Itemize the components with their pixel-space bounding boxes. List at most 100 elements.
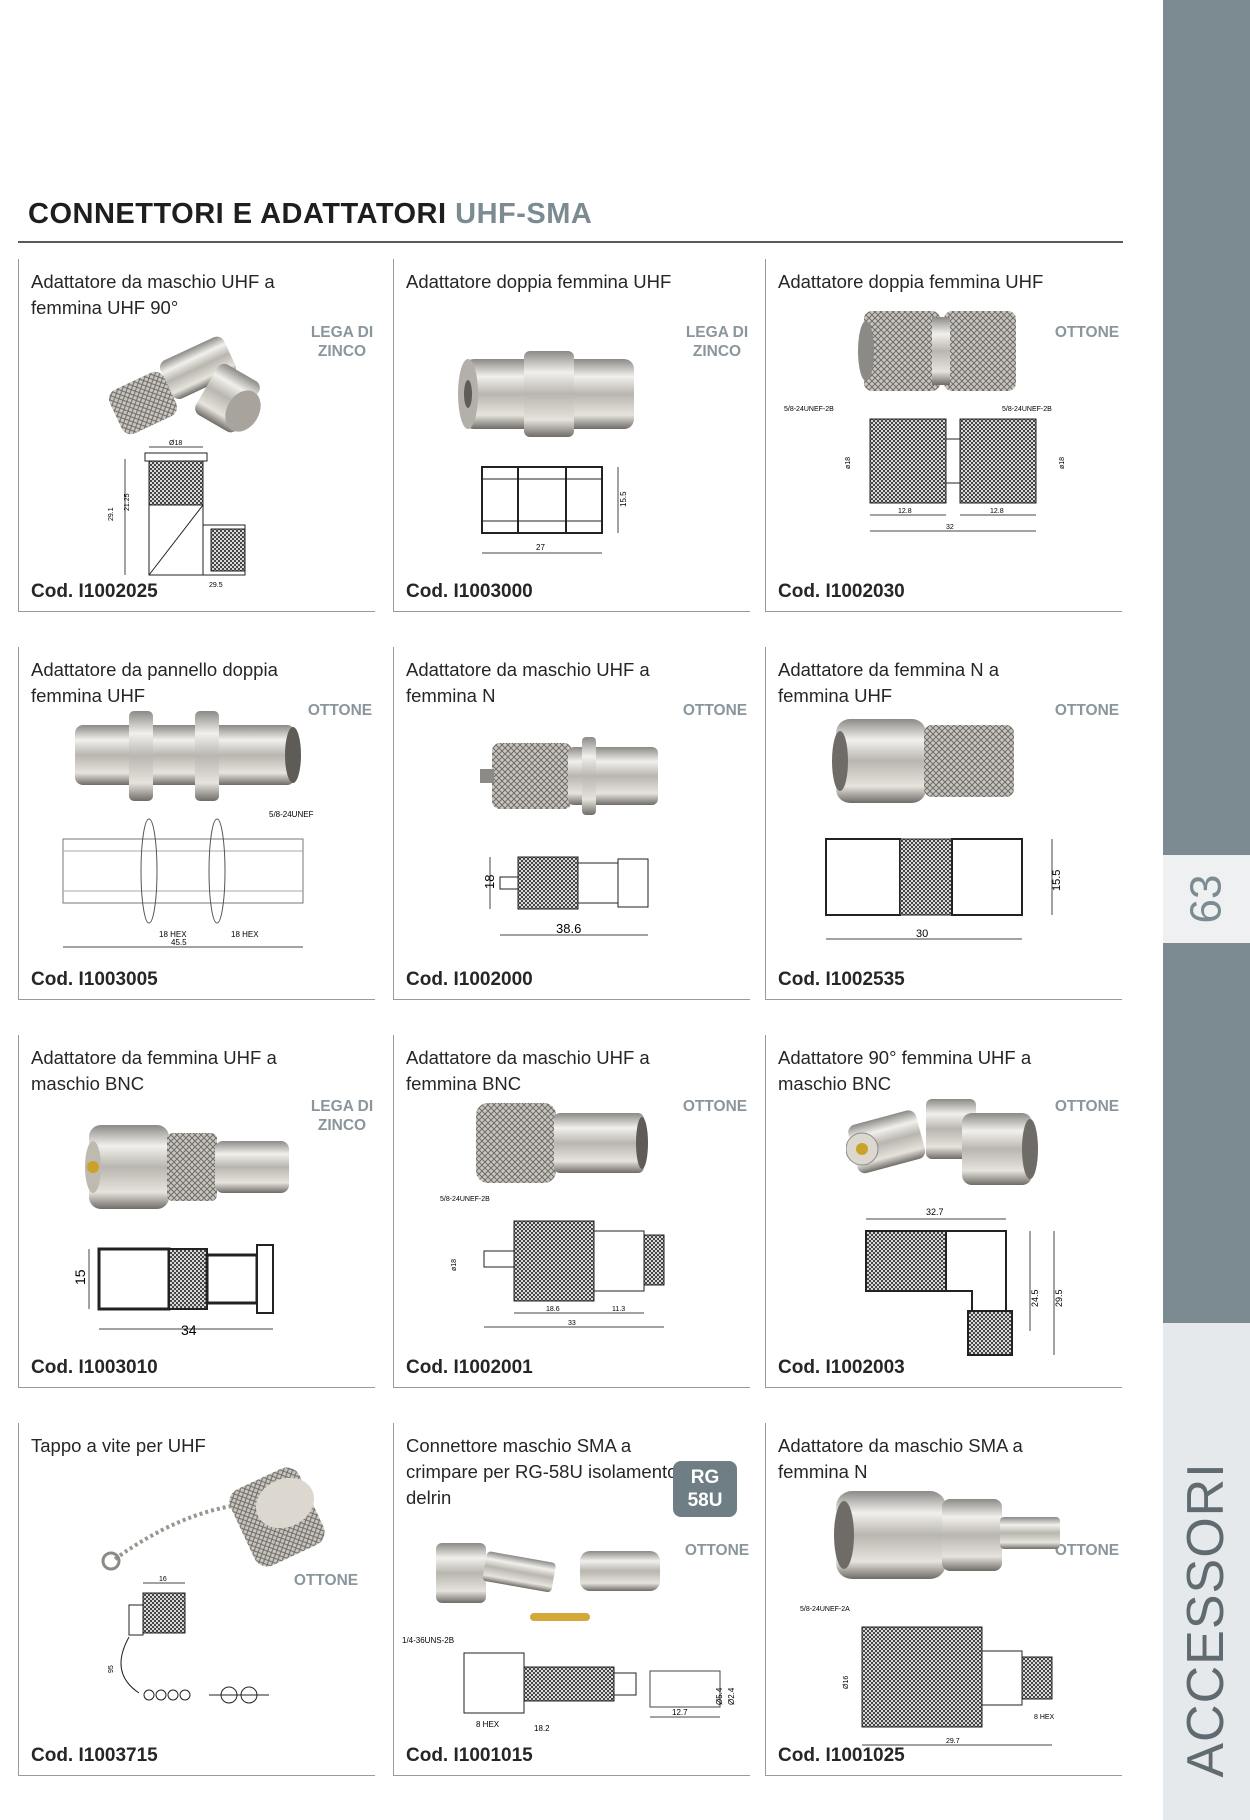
dim-label: Ø2.4 xyxy=(727,1687,736,1705)
product-description: Connettore maschio SMA a crimpare per RG… xyxy=(406,1435,678,1508)
dim-label: 12.8 xyxy=(898,508,912,515)
technical-drawing: 18 38.6 xyxy=(482,856,649,936)
dim-label: 33 xyxy=(568,1320,576,1327)
dim-label: ø18 xyxy=(845,457,852,469)
material-label: OTTONE xyxy=(293,1572,359,1589)
product-code: Cod. I1002000 xyxy=(406,969,533,990)
dim-label: 15.5 xyxy=(1051,870,1063,891)
dim-label: 8 HEX xyxy=(476,1720,500,1729)
product-photo xyxy=(476,1103,648,1183)
product-photo xyxy=(458,351,634,437)
product-description: Adattatore doppia femmina UHF xyxy=(778,271,1044,292)
technical-drawing: 15.5 30 xyxy=(825,838,1063,940)
technical-drawing: 16 95 xyxy=(108,1576,269,1704)
product-description: Adattatore da maschio UHF a femmina UHF … xyxy=(31,271,275,318)
product-photo xyxy=(858,311,1016,391)
product-photo xyxy=(846,1099,1038,1185)
product-card-5: Adattatore da maschio UHF a femmina N OT… xyxy=(393,647,750,1000)
material-label: OTTONE xyxy=(682,1098,748,1115)
product-code: Cod. I1002030 xyxy=(778,581,905,602)
sidebar-band-top xyxy=(1163,0,1250,855)
dim-label: 29.5 xyxy=(1054,1289,1064,1307)
product-code: Cod. I1001015 xyxy=(406,1745,533,1766)
dim-label: 18.2 xyxy=(534,1724,550,1733)
product-code: Cod. I1002025 xyxy=(31,581,158,602)
dim-label: 8 HEX xyxy=(1034,1714,1055,1721)
dim-label: 11.3 xyxy=(612,1306,625,1313)
dim-label: Ø16 xyxy=(843,1676,850,1689)
dim-label: 34 xyxy=(181,1322,197,1338)
product-code: Cod. I1003000 xyxy=(406,581,533,602)
dim-label: 29.1 xyxy=(108,507,115,521)
dim-label: 18.6 xyxy=(546,1306,560,1313)
product-photo xyxy=(101,1467,325,1571)
material-label: LEGA DI ZINCO xyxy=(685,324,749,360)
title-main: CONNETTORI E ADATTATORI xyxy=(28,198,447,230)
product-card-10: Tappo a vite per UHF OTTONE 16 95 Cod. I… xyxy=(18,1423,375,1776)
dim-label: 15 xyxy=(72,1269,88,1285)
dim-label: 18 HEX xyxy=(159,930,187,939)
dim-label: 30 xyxy=(916,928,928,940)
product-card-12: Adattatore da maschio SMA a femmina N OT… xyxy=(765,1423,1122,1776)
product-card-1: Adattatore da maschio UHF a femmina UHF … xyxy=(18,259,375,612)
technical-drawing: 5/8-24UNEF-2A Ø16 8 HEX 29.7 xyxy=(800,1606,1055,1746)
dim-label: 45.5 xyxy=(171,938,187,947)
dim-label: 32.7 xyxy=(926,1207,944,1217)
product-card-4: Adattatore da pannello doppia femmina UH… xyxy=(18,647,375,1000)
product-card-11: Connettore maschio SMA a crimpare per RG… xyxy=(393,1423,750,1776)
technical-drawing: 32.7 24.5 29.5 xyxy=(865,1207,1064,1356)
product-card-6: Adattatore da femmina N a femmina UHF OT… xyxy=(765,647,1122,1000)
material-label: OTTONE xyxy=(1054,1542,1120,1559)
product-code: Cod. I1002001 xyxy=(406,1357,533,1378)
material-label: OTTONE xyxy=(1054,1098,1120,1115)
product-photo xyxy=(108,336,261,435)
product-photo xyxy=(75,711,301,801)
dim-label: 21.25 xyxy=(124,493,131,511)
cable-type-badge: RG 58U xyxy=(673,1461,737,1517)
page-title: CONNETTORI E ADATTATORI UHF-SMA xyxy=(28,198,592,231)
technical-drawing: 5/8-24UNEF 18 HEX 18 HEX 45.5 xyxy=(62,810,314,948)
dim-label: Ø18 xyxy=(169,440,182,447)
page-number: 63 xyxy=(1181,874,1231,924)
product-description: Adattatore da maschio UHF a femmina N xyxy=(406,659,650,706)
technical-drawing: 27 15.5 xyxy=(481,466,628,554)
product-code: Cod. I1001025 xyxy=(778,1745,905,1766)
dim-label: 16 xyxy=(159,1576,167,1583)
section-name: ACCESSORI xyxy=(1177,1462,1235,1778)
product-photo xyxy=(832,719,1014,803)
material-label: OTTONE xyxy=(1054,324,1120,341)
product-card-7: Adattatore da femmina UHF a maschio BNC … xyxy=(18,1035,375,1388)
dim-label: 5/8-24UNEF-2B xyxy=(784,406,834,413)
dim-label: 5/8-24UNEF-2B xyxy=(440,1196,490,1203)
product-card-9: Adattatore 90° femmina UHF a maschio BNC… xyxy=(765,1035,1122,1388)
product-card-3: Adattatore doppia femmina UHF OTTONE 5/8… xyxy=(765,259,1122,612)
dim-label: 15.5 xyxy=(619,491,628,507)
product-photo xyxy=(480,737,658,815)
dim-label: 32 xyxy=(946,524,954,531)
material-label: OTTONE xyxy=(307,702,373,719)
material-label: LEGA DI ZINCO xyxy=(310,1098,374,1134)
dim-label: 12.8 xyxy=(990,508,1004,515)
technical-drawing: 5/8-24UNEF-2B ø18 18.6 11.3 33 xyxy=(440,1196,665,1328)
dim-label: 5/8-24UNEF-2A xyxy=(800,1606,850,1613)
dim-label: 18 xyxy=(482,875,497,889)
dim-label: Ø5.4 xyxy=(715,1687,724,1705)
dim-label: ø18 xyxy=(1059,457,1066,469)
product-card-2: Adattatore doppia femmina UHF LEGA DI ZI… xyxy=(393,259,750,612)
product-description: Adattatore da maschio UHF a femmina BNC xyxy=(406,1047,650,1094)
product-description: Tappo a vite per UHF xyxy=(31,1435,206,1456)
product-card-8: Adattatore da maschio UHF a femmina BNC … xyxy=(393,1035,750,1388)
product-description: Adattatore da pannello doppia femmina UH… xyxy=(31,659,278,706)
product-description: Adattatore da femmina UHF a maschio BNC xyxy=(31,1047,277,1094)
title-accent: UHF-SMA xyxy=(455,198,593,230)
product-description: Adattatore da maschio SMA a femmina N xyxy=(778,1435,1023,1482)
dim-label: 12.7 xyxy=(672,1708,688,1717)
product-code: Cod. I1002535 xyxy=(778,969,905,990)
dim-label: 18 HEX xyxy=(231,930,259,939)
sidebar-band-bottom xyxy=(1163,1323,1250,1820)
dim-label: 38.6 xyxy=(556,921,581,936)
technical-drawing: Ø18 21.25 29.1 29.5 xyxy=(108,440,246,589)
material-label: LEGA DI ZINCO xyxy=(310,324,374,360)
product-photo xyxy=(436,1543,660,1621)
product-description: Adattatore 90° femmina UHF a maschio BNC xyxy=(778,1047,1032,1094)
